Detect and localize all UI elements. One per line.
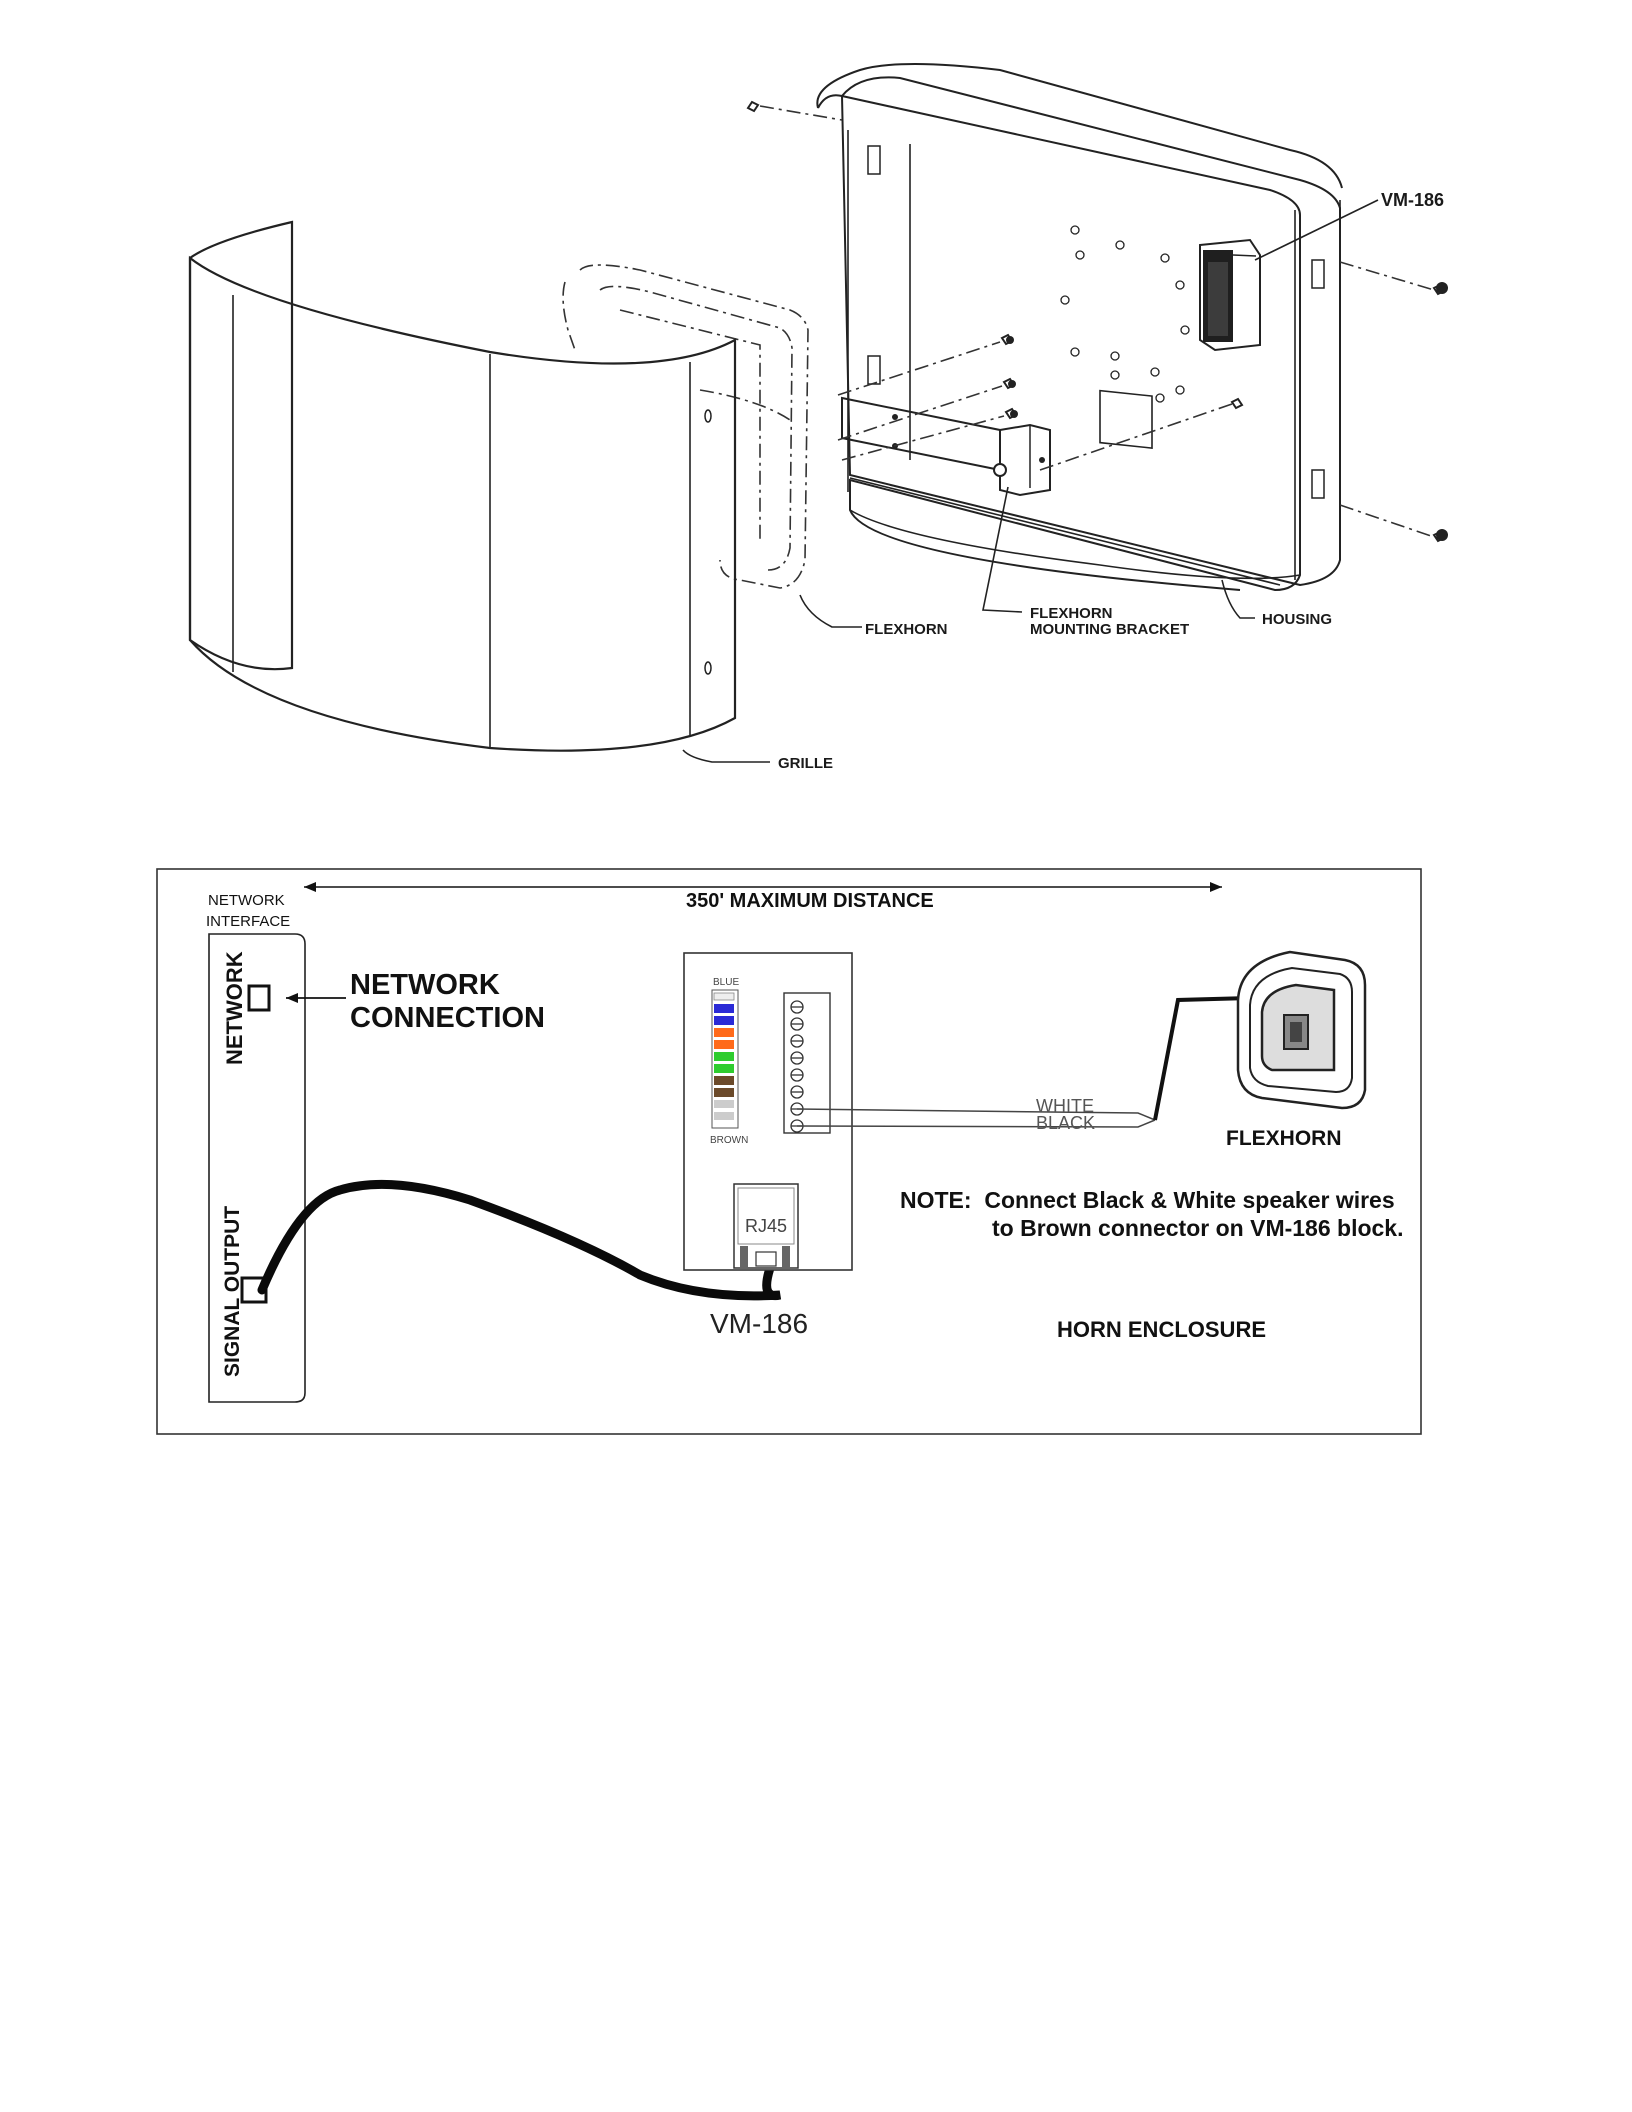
flexhorn-speaker-diagram <box>1238 952 1365 1108</box>
network-connection-label-line2: CONNECTION <box>350 1002 545 1034</box>
wiring-diagram: 350' MAXIMUM DISTANCE NETWORK INTERFACE … <box>157 869 1421 1434</box>
note-line2: to Brown connector on VM-186 block. <box>992 1215 1403 1241</box>
speaker-wire-pair <box>797 998 1250 1127</box>
mounting-bracket-callout-line1: FLEXHORN <box>1030 605 1113 622</box>
flexhorn-callout: FLEXHORN <box>865 621 948 638</box>
rj45-label: RJ45 <box>745 1216 787 1236</box>
mounting-bracket-callout-line2: MOUNTING BRACKET <box>1030 621 1189 638</box>
network-interface-title-line2: INTERFACE <box>206 913 290 930</box>
network-connection-arrow <box>286 993 346 1003</box>
wire-terminal-strip <box>712 990 738 1128</box>
flexhorn-diagram-label: FLEXHORN <box>1226 1127 1342 1150</box>
vm186-label: VM-186 <box>710 1308 808 1339</box>
network-interface-title-line1: NETWORK <box>208 892 285 909</box>
network-port-label: NETWORK <box>222 951 247 1065</box>
vm186-callout: VM-186 <box>1381 190 1444 210</box>
screw-terminal-block <box>784 993 830 1133</box>
grille <box>190 222 735 751</box>
exploded-view: VM-186 FLEXHORN FLEXHORN MOUNTING BRACKE… <box>190 64 1448 772</box>
flexhorn-speaker <box>563 265 808 588</box>
network-connection-label-line1: NETWORK <box>350 969 500 1001</box>
wire-blue <box>714 1004 734 1013</box>
terminal-bottom-label: BROWN <box>710 1135 748 1146</box>
wire-orange <box>714 1028 734 1037</box>
grille-callout: GRILLE <box>778 755 833 772</box>
network-interface-panel: NETWORK INTERFACE NETWORK SIGNAL OUTPUT <box>206 892 305 1402</box>
housing <box>817 64 1342 590</box>
terminal-top-label: BLUE <box>713 977 739 988</box>
flexhorn-lead <box>1155 998 1250 1120</box>
vm186-module-diagram: BLUE BROWN <box>684 953 852 1270</box>
horn-enclosure-label: HORN ENCLOSURE <box>1057 1317 1266 1342</box>
note-line1: NOTE: Connect Black & White speaker wire… <box>900 1187 1395 1213</box>
max-distance-label: 350' MAXIMUM DISTANCE <box>686 890 934 912</box>
wire-black-label: BLACK <box>1036 1113 1095 1133</box>
signal-output-label: SIGNAL OUTPUT <box>221 1206 244 1377</box>
network-port <box>249 986 269 1010</box>
housing-callout: HOUSING <box>1262 611 1332 628</box>
vm186-module <box>1200 240 1260 350</box>
wire-brown <box>714 1076 734 1085</box>
wire-green <box>714 1052 734 1061</box>
